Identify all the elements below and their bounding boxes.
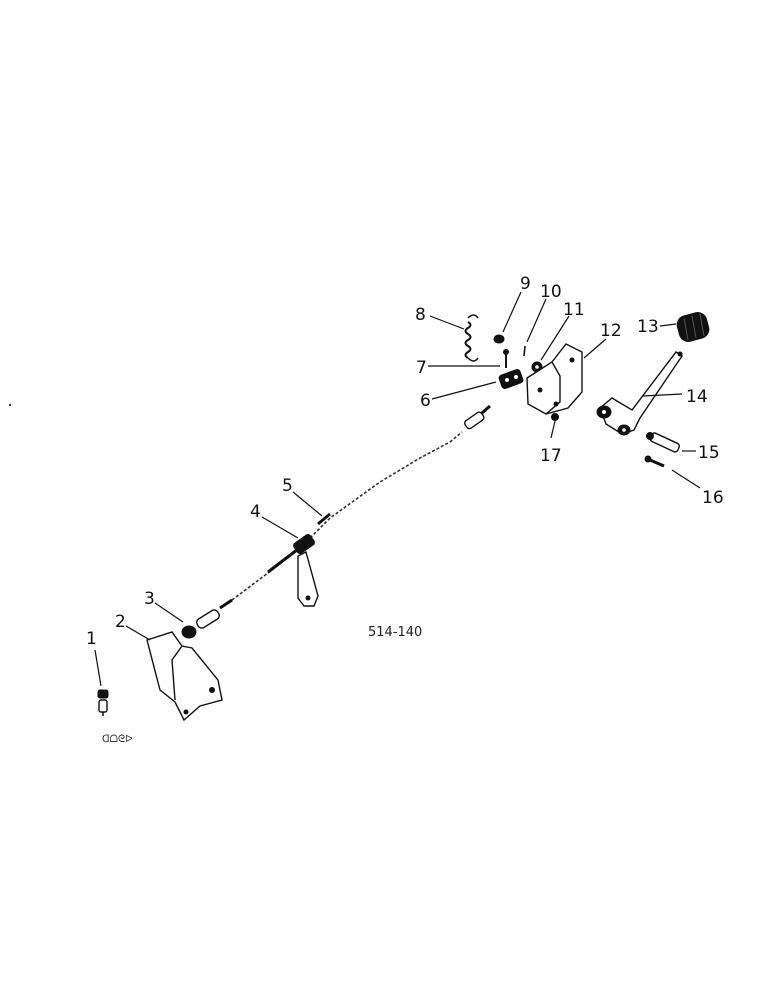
callout-4: 4 xyxy=(250,502,261,522)
callout-12: 12 xyxy=(600,321,622,341)
part-1-fitting xyxy=(97,689,109,716)
part-3-cable-end xyxy=(181,598,233,639)
part-9-nut xyxy=(493,334,505,344)
part-8-spring xyxy=(464,314,479,362)
corner-mark: ᗡᗝᘓᐅ xyxy=(102,733,133,745)
callout-15: 15 xyxy=(698,443,720,463)
part-7-pin xyxy=(503,349,509,368)
part-15-bolt xyxy=(646,432,680,453)
cable-end-fitting xyxy=(463,404,491,430)
callout-10: 10 xyxy=(540,282,562,302)
callout-3: 3 xyxy=(144,589,155,609)
callout-17: 17 xyxy=(540,446,562,466)
callout-11: 11 xyxy=(563,300,585,320)
part-13-knob xyxy=(676,312,710,342)
leader-lines xyxy=(94,291,701,687)
callout-6: 6 xyxy=(420,391,431,411)
drawing-code: 514-140 xyxy=(368,625,422,640)
callout-7: 7 xyxy=(416,358,427,378)
callout-13: 13 xyxy=(637,317,659,337)
part-2-pedal-bracket xyxy=(146,631,223,722)
callout-14: 14 xyxy=(686,387,708,407)
callout-5: 5 xyxy=(282,476,293,496)
callout-1: 1 xyxy=(86,629,97,649)
stray-mark xyxy=(8,403,12,407)
part-12-bracket xyxy=(526,343,583,415)
callout-2: 2 xyxy=(115,612,126,632)
part-17-nut xyxy=(551,413,559,421)
part-5-cable xyxy=(231,431,463,601)
part-10-cotter-pin xyxy=(523,345,526,357)
callout-16: 16 xyxy=(702,488,724,508)
callout-labels: 1 2 3 4 5 6 7 8 9 10 11 12 13 14 15 16 1… xyxy=(86,274,724,649)
part-16-screw xyxy=(644,455,665,468)
part-4-clamp-bracket xyxy=(293,534,319,607)
callout-9: 9 xyxy=(520,274,531,294)
part-14-lever xyxy=(596,351,683,436)
callout-8: 8 xyxy=(415,305,426,325)
part-6-swivel xyxy=(498,369,524,389)
